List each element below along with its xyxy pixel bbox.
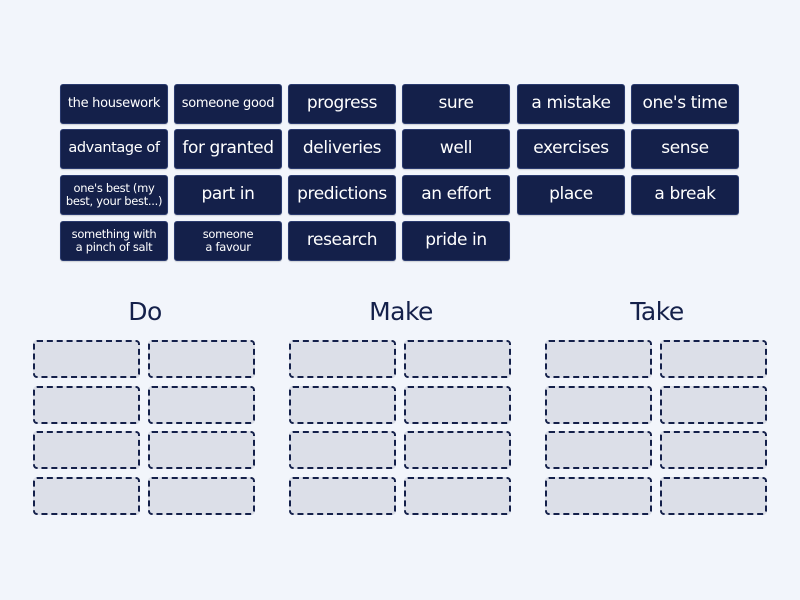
drop-slot[interactable] (148, 431, 255, 469)
word-tile[interactable]: advantage of (60, 129, 168, 169)
group-do: Do (33, 294, 257, 330)
drop-slot[interactable] (148, 340, 255, 378)
word-tile[interactable]: sure (402, 84, 510, 124)
word-tile[interactable]: a mistake (517, 84, 625, 124)
drop-slot[interactable] (33, 431, 140, 469)
drop-slot[interactable] (33, 340, 140, 378)
drop-slot[interactable] (33, 386, 140, 424)
group-title: Do (128, 297, 162, 326)
word-tile[interactable]: research (288, 221, 396, 261)
drop-slot[interactable] (33, 477, 140, 515)
word-tile[interactable]: deliveries (288, 129, 396, 169)
group-title: Make (369, 297, 433, 326)
word-tiles-area: the housework someone good progress sure… (0, 0, 800, 280)
drop-slot[interactable] (289, 477, 396, 515)
drop-slot[interactable] (545, 386, 652, 424)
drop-slot[interactable] (545, 477, 652, 515)
drop-slot[interactable] (660, 340, 767, 378)
word-tile[interactable]: progress (288, 84, 396, 124)
drop-slot[interactable] (148, 386, 255, 424)
word-tile[interactable]: someone good (174, 84, 282, 124)
word-tile[interactable]: one's time (631, 84, 739, 124)
drop-slot[interactable] (404, 386, 511, 424)
drop-slot[interactable] (404, 477, 511, 515)
drop-slot[interactable] (660, 477, 767, 515)
word-tile[interactable]: someone a favour (174, 221, 282, 261)
word-tile[interactable]: a break (631, 175, 739, 215)
drop-slot[interactable] (660, 386, 767, 424)
drop-slot[interactable] (289, 386, 396, 424)
word-tile[interactable]: well (402, 129, 510, 169)
drop-slot[interactable] (148, 477, 255, 515)
word-tile[interactable]: one's best (my best, your best...) (60, 175, 168, 215)
word-tile[interactable]: predictions (288, 175, 396, 215)
word-tile[interactable]: sense (631, 129, 739, 169)
word-tile[interactable]: place (517, 175, 625, 215)
drop-slot[interactable] (545, 340, 652, 378)
word-tile[interactable]: something with a pinch of salt (60, 221, 168, 261)
word-tile[interactable]: for granted (174, 129, 282, 169)
drop-slot[interactable] (404, 431, 511, 469)
group-make: Make (289, 294, 513, 330)
group-title: Take (630, 297, 684, 326)
word-tile[interactable]: pride in (402, 221, 510, 261)
word-tile[interactable]: the housework (60, 84, 168, 124)
word-tile[interactable]: an effort (402, 175, 510, 215)
drop-slot[interactable] (289, 340, 396, 378)
drop-slot[interactable] (545, 431, 652, 469)
word-tile[interactable]: part in (174, 175, 282, 215)
drop-slot[interactable] (289, 431, 396, 469)
drop-slot[interactable] (404, 340, 511, 378)
drop-slot[interactable] (660, 431, 767, 469)
word-tile[interactable]: exercises (517, 129, 625, 169)
group-take: Take (545, 294, 769, 330)
